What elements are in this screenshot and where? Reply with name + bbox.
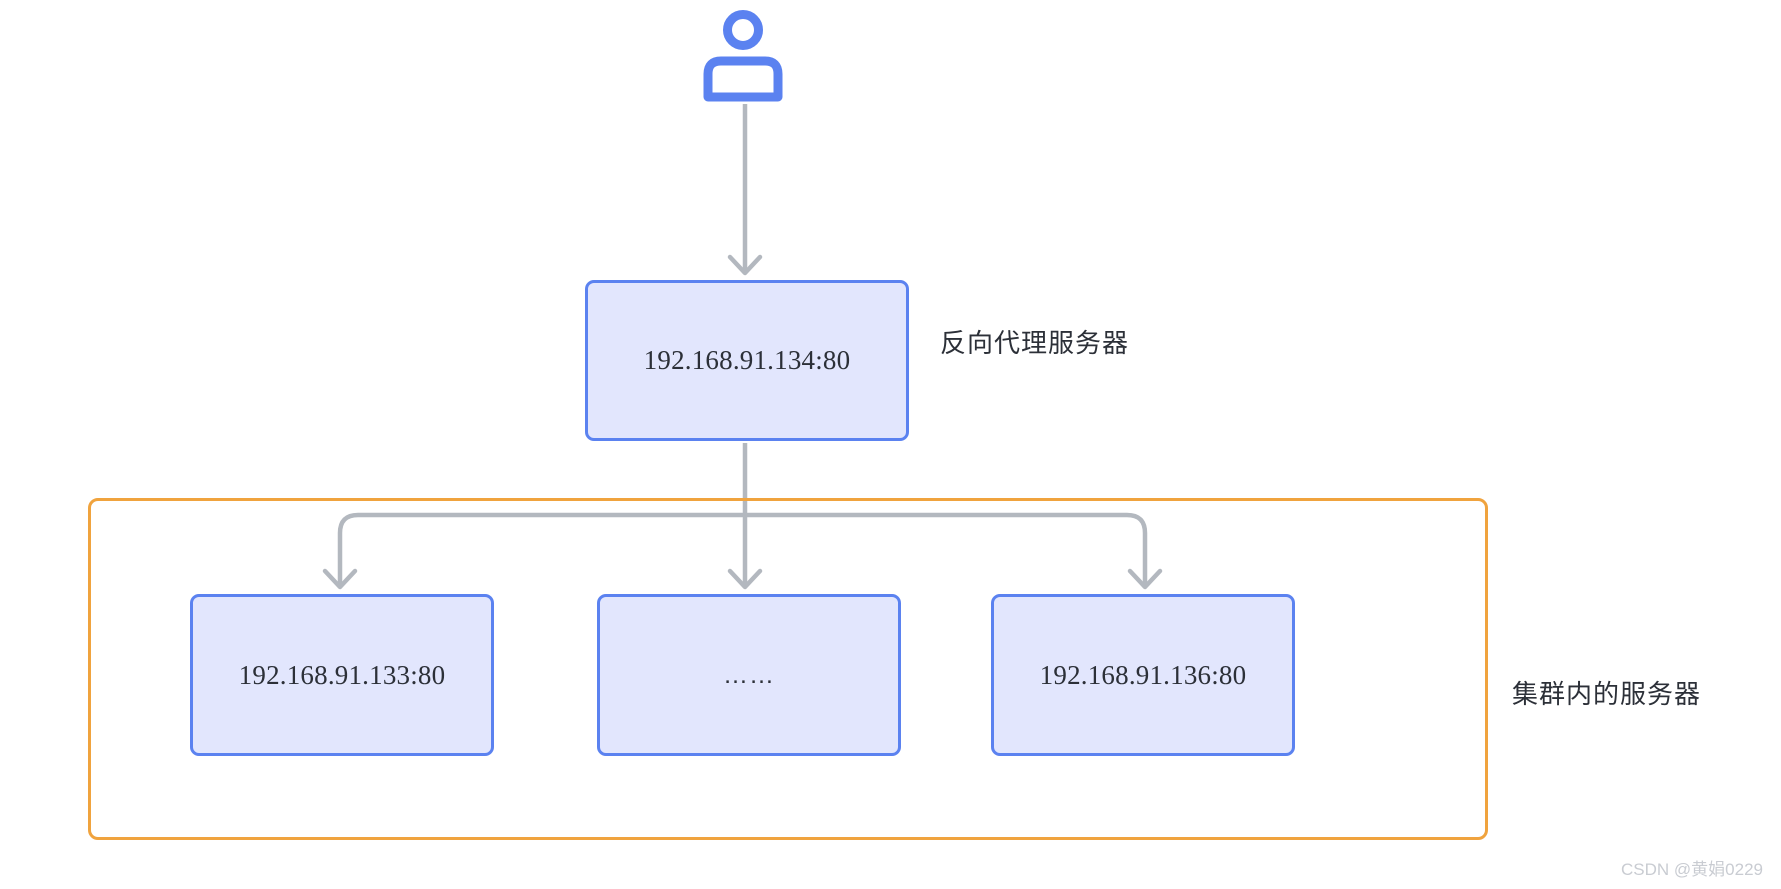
annotation-reverse-proxy: 反向代理服务器	[940, 328, 1130, 358]
node-server-1[interactable]: 192.168.91.133:80	[190, 594, 494, 756]
node-reverse-proxy-label: 192.168.91.134:80	[643, 345, 851, 375]
watermark: CSDN @黄娟0229	[1621, 860, 1763, 879]
cluster-container	[88, 498, 1488, 840]
node-server-1-label: 192.168.91.133:80	[238, 659, 446, 690]
node-server-3[interactable]: 192.168.91.136:80	[991, 594, 1295, 756]
node-server-ellipsis[interactable]: ……	[597, 594, 901, 756]
arrowhead-client-to-proxy	[727, 254, 763, 276]
annotation-cluster: 集群内的服务器	[1512, 679, 1702, 709]
node-reverse-proxy[interactable]: 192.168.91.134:80	[585, 280, 909, 441]
user-icon	[698, 8, 788, 102]
node-server-3-label: 192.168.91.136:80	[1039, 659, 1247, 690]
node-server-ellipsis-label: ……	[723, 660, 775, 689]
